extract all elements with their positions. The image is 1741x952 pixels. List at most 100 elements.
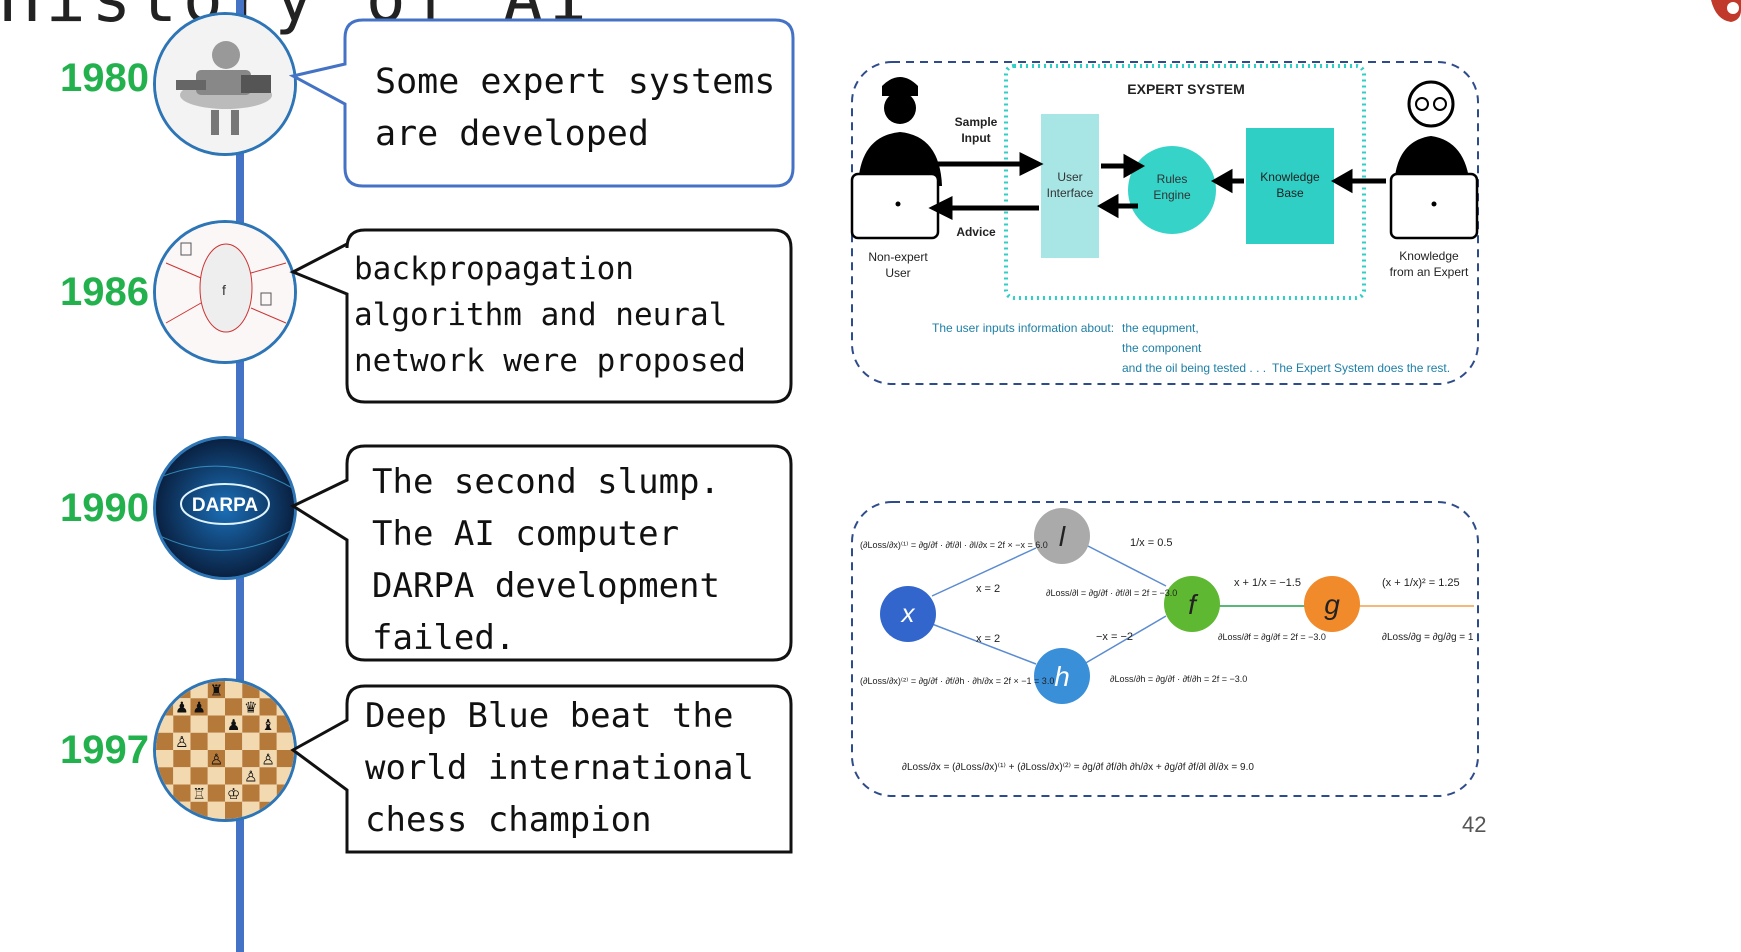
- chess-square: [173, 715, 191, 733]
- chess-square: [259, 732, 277, 750]
- year-label: 1980: [60, 56, 149, 100]
- chess-piece: ♛: [244, 700, 257, 717]
- chess-square: [190, 801, 208, 819]
- darpa-label: DARPA: [192, 495, 258, 516]
- total-equation: ∂Loss/∂x = (∂Loss/∂x)⁽¹⁾ + (∂Loss/∂x)⁽²⁾…: [902, 762, 1254, 773]
- chess-square: [190, 681, 208, 699]
- chess-square: [242, 784, 260, 802]
- speech-bubble: [288, 18, 795, 188]
- non-expert-user-icon: [850, 77, 942, 240]
- chess-piece: ♙: [210, 751, 223, 768]
- chess-square: [207, 767, 225, 785]
- chess-square: [173, 801, 191, 819]
- svg-text:f: f: [222, 282, 226, 298]
- node-g-label: g: [1324, 589, 1340, 620]
- caption-item: and the oil being tested . . .: [1122, 361, 1266, 375]
- chess-square: [156, 767, 174, 785]
- caption-item: the equpment,: [1122, 321, 1199, 335]
- node-l-label: l: [1059, 521, 1066, 552]
- chess-square: [156, 801, 174, 819]
- knowledge-base-box: [1246, 128, 1334, 244]
- neural-diagram-icon: f: [156, 223, 294, 361]
- timeline-image-chess: ♟♟♜♟♛♙♙♙♖♙♔♝: [153, 678, 297, 822]
- chess-square: [259, 767, 277, 785]
- equation-label: x + 1/x = −1.5: [1234, 577, 1301, 589]
- chess-square: [242, 801, 260, 819]
- timeline-text: backpropagation algorithm and neural net…: [354, 251, 746, 379]
- equation-label: ∂Loss/∂f = ∂g/∂f = 2f = −3.0: [1218, 632, 1326, 642]
- chess-square: [225, 715, 243, 733]
- advice-label: Advice: [956, 225, 996, 239]
- chess-piece: ♟: [175, 700, 188, 717]
- chess-square: [242, 698, 260, 716]
- speech-bubble: [289, 228, 793, 404]
- chess-piece: ♖: [192, 786, 205, 803]
- chess-piece: ♙: [261, 751, 274, 768]
- equation-label: x = 2: [976, 633, 1000, 645]
- caption-item: the component: [1122, 341, 1202, 355]
- logo-icon: [1711, 0, 1741, 22]
- chess-square: [225, 681, 243, 699]
- darpa-logo-icon: DARPA: [156, 439, 294, 577]
- chess-square: [207, 715, 225, 733]
- node-g: [1304, 576, 1360, 632]
- node-f-label: f: [1188, 589, 1199, 620]
- chess-square: [225, 750, 243, 768]
- year-label: 1986: [60, 270, 149, 314]
- equation-label: ∂Loss/∂g = ∂g/∂g = 1: [1382, 632, 1474, 643]
- node-x-label: x: [900, 598, 916, 628]
- chess-piece: ♙: [244, 769, 257, 786]
- chess-piece: ♟: [192, 700, 205, 717]
- chess-square: [173, 784, 191, 802]
- chess-square: [190, 767, 208, 785]
- chess-square: [207, 681, 225, 699]
- chess-square: [259, 750, 277, 768]
- chess-square: [190, 732, 208, 750]
- robot-person-icon: [156, 15, 294, 153]
- chess-square: [242, 681, 260, 699]
- year-label: 1997: [60, 728, 149, 772]
- chess-piece: ♔: [227, 786, 240, 803]
- chess-square: [190, 698, 208, 716]
- chess-square: [242, 750, 260, 768]
- equation-label: (∂Loss/∂x)⁽¹⁾ = ∂g/∂f · ∂f/∂l · ∂l/∂x = …: [860, 540, 1048, 550]
- chess-square: [225, 732, 243, 750]
- chess-square: [225, 767, 243, 785]
- chess-square: [225, 801, 243, 819]
- chess-square: [225, 784, 243, 802]
- chess-square: [207, 750, 225, 768]
- rules-engine-circle: [1128, 146, 1216, 234]
- chess-piece: ♙: [175, 734, 188, 751]
- chess-square: [156, 784, 174, 802]
- year-label: 1990: [60, 486, 149, 530]
- chess-square: [259, 715, 277, 733]
- chess-square: [156, 750, 174, 768]
- node-h-label: h: [1054, 661, 1070, 692]
- node-l: [1034, 508, 1090, 564]
- chess-square: [173, 698, 191, 716]
- equation-label: −x = −2: [1096, 631, 1133, 643]
- node-f: [1164, 576, 1220, 632]
- user-interface-box: [1041, 114, 1099, 258]
- chess-square: [156, 732, 174, 750]
- equation-label: ∂Loss/∂h = ∂g/∂f · ∂f/∂h = 2f = −3.0: [1110, 674, 1247, 684]
- chess-square: [173, 681, 191, 699]
- timeline-image-robot: [153, 12, 297, 156]
- chess-square: [276, 732, 294, 750]
- equation-label: (∂Loss/∂x)⁽²⁾ = ∂g/∂f · ∂f/∂h · ∂h/∂x = …: [860, 676, 1054, 686]
- chess-square: [173, 750, 191, 768]
- equation-label: x = 2: [976, 583, 1000, 595]
- expert-person-icon: [1389, 80, 1479, 240]
- chessboard-icon: ♟♟♜♟♛♙♙♙♖♙♔♝: [156, 681, 294, 819]
- caption-lead: The user inputs information about:: [932, 321, 1114, 335]
- node-h: [1034, 648, 1090, 704]
- chess-piece: ♜: [210, 682, 223, 699]
- equation-label: (x + 1/x)² = 1.25: [1382, 577, 1460, 589]
